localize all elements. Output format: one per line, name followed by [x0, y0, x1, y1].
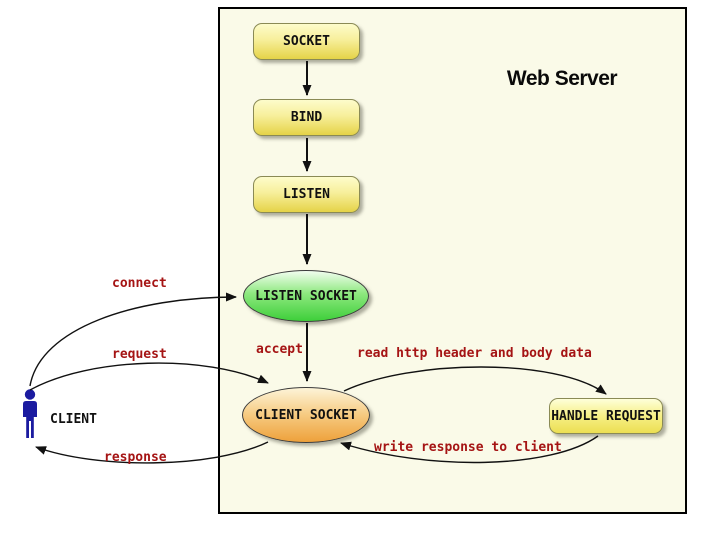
node-listen: LISTEN	[253, 176, 360, 213]
person-icon	[23, 389, 37, 438]
node-socket: SOCKET	[253, 23, 360, 60]
node-client-socket-label: CLIENT SOCKET	[255, 407, 357, 423]
edge-label-request: request	[112, 347, 167, 362]
node-handle-request: HANDLE REQUEST	[549, 398, 663, 434]
node-bind-label: BIND	[290, 110, 323, 125]
edge-label-read-http: read http header and body data	[357, 346, 592, 361]
client-actor-label: CLIENT	[50, 412, 97, 427]
edge-label-connect: connect	[112, 276, 167, 291]
node-handle-request-label: HANDLE REQUEST	[551, 408, 661, 424]
node-listen-socket: LISTEN SOCKET	[243, 270, 369, 322]
diagram-title: Web Server	[506, 67, 618, 90]
node-bind: BIND	[253, 99, 360, 136]
edge-label-write-response: write response to client	[374, 440, 562, 455]
edge-connect	[29, 292, 237, 387]
edge-label-accept: accept	[256, 342, 303, 357]
node-listen-label: LISTEN	[283, 187, 330, 202]
node-client-socket: CLIENT SOCKET	[242, 387, 370, 443]
node-listen-socket-label: LISTEN SOCKET	[255, 288, 357, 304]
node-socket-label: SOCKET	[283, 34, 330, 49]
edge-label-response: response	[104, 450, 167, 465]
